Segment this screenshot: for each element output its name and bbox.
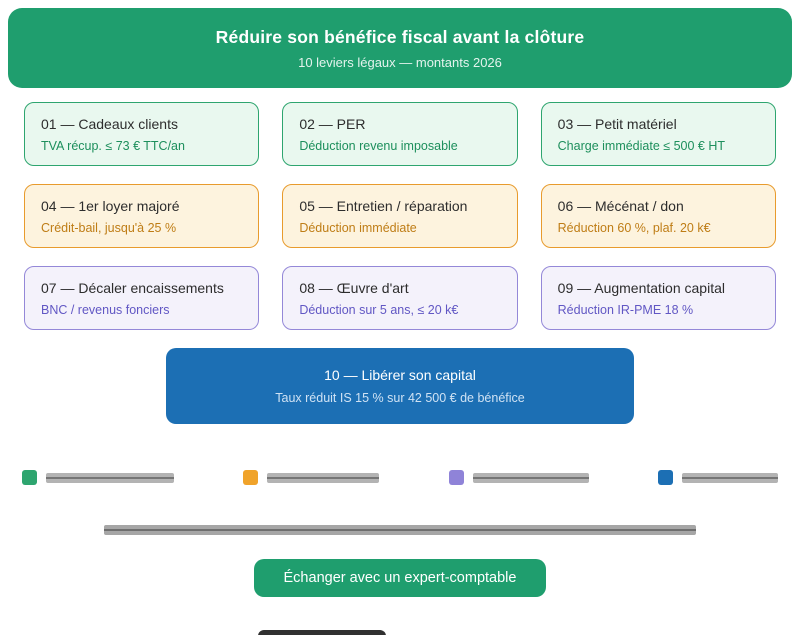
page-subtitle: 10 leviers légaux — montants 2026 [298, 54, 502, 70]
card-subtitle: Réduction IR-PME 18 % [557, 303, 694, 317]
green-swatch-icon [22, 470, 37, 485]
infographic-page: Réduire son bénéfice fiscal avant la clô… [0, 8, 800, 635]
card-title: 03 — Petit matériel [557, 116, 677, 132]
card-title: 01 — Cadeaux clients [41, 116, 178, 132]
card-title: 04 — 1er loyer majoré [41, 198, 180, 214]
legend-label-redacted [472, 472, 589, 483]
card-subtitle: TVA récup. ≤ 73 € TTC/an [41, 139, 185, 153]
card-subtitle: Déduction sur 5 ans, ≤ 20 k€ [299, 303, 459, 317]
card-subtitle: Charge immédiate ≤ 500 € HT [557, 139, 726, 153]
legend-item-orange [243, 470, 380, 485]
legend-label-redacted [267, 472, 380, 483]
highlight-card-title: 10 — Libérer son capital [324, 367, 476, 383]
cta-row: Échanger avec un expert-comptable [0, 559, 800, 597]
card-title: 07 — Décaler encaissements [41, 280, 224, 296]
legend-label-redacted [46, 472, 174, 483]
card-title: 02 — PER [299, 116, 366, 132]
partial-bottom-bar [258, 630, 386, 635]
lever-card: 04 — 1er loyer majoré Crédit-bail, jusqu… [24, 184, 260, 248]
page-title: Réduire son bénéfice fiscal avant la clô… [215, 26, 585, 47]
orange-swatch-icon [243, 470, 259, 485]
footnote-redacted-text [104, 525, 696, 535]
legend [22, 470, 778, 485]
legend-item-purple [448, 470, 589, 485]
legend-item-green [22, 470, 174, 485]
levers-grid: 01 — Cadeaux clients TVA récup. ≤ 73 € T… [24, 102, 776, 330]
highlight-card-subtitle: Taux réduit IS 15 % sur 42 500 € de béné… [275, 391, 525, 405]
card-title: 08 — Œuvre d'art [299, 280, 409, 296]
cta-button[interactable]: Échanger avec un expert-comptable [253, 559, 547, 597]
legend-label-redacted [681, 472, 778, 483]
lever-card: 02 — PER Déduction revenu imposable [282, 102, 518, 166]
blue-swatch-icon [657, 470, 673, 485]
card-title: 06 — Mécénat / don [557, 198, 684, 214]
card-title: 09 — Augmentation capital [557, 280, 725, 296]
card-subtitle: Déduction immédiate [299, 221, 417, 235]
card-title: 05 — Entretien / réparation [299, 198, 468, 214]
lever-card: 01 — Cadeaux clients TVA récup. ≤ 73 € T… [24, 102, 260, 166]
card-subtitle: Réduction 60 %, plaf. 20 k€ [557, 221, 711, 235]
lever-card: 05 — Entretien / réparation Déduction im… [282, 184, 518, 248]
lever-card: 09 — Augmentation capital Réduction IR-P… [540, 266, 776, 330]
card-subtitle: Crédit-bail, jusqu'à 25 % [41, 221, 177, 235]
lever-card: 06 — Mécénat / don Réduction 60 %, plaf.… [540, 184, 776, 248]
lever-card: 08 — Œuvre d'art Déduction sur 5 ans, ≤ … [282, 266, 518, 330]
card-subtitle: Déduction revenu imposable [299, 139, 458, 153]
lever-card: 07 — Décaler encaissements BNC / revenus… [24, 266, 260, 330]
card-subtitle: BNC / revenus fonciers [41, 303, 170, 317]
header-banner: Réduire son bénéfice fiscal avant la clô… [8, 8, 792, 88]
purple-swatch-icon [448, 470, 464, 485]
legend-item-blue [657, 470, 778, 485]
lever-card: 03 — Petit matériel Charge immédiate ≤ 5… [540, 102, 776, 166]
highlight-card: 10 — Libérer son capital Taux réduit IS … [166, 348, 634, 424]
